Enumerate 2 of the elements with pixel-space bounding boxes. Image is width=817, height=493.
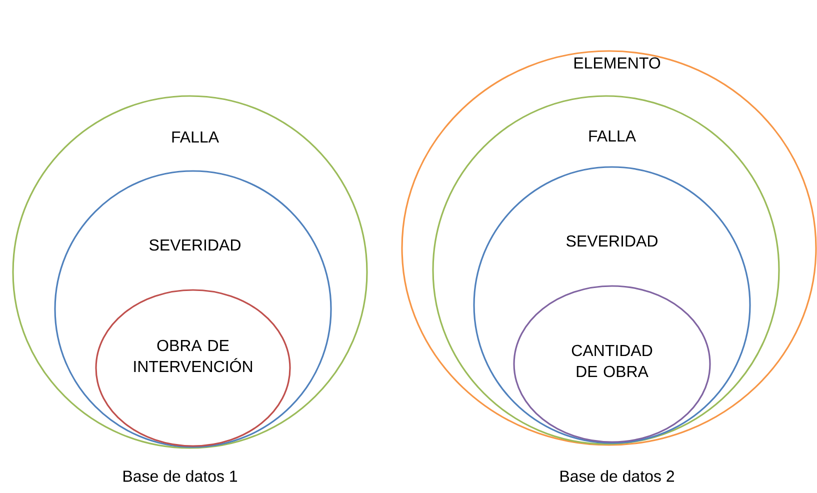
caption: Base de datos 1 xyxy=(124,470,237,482)
caption: Base de datos 2 xyxy=(560,470,674,482)
